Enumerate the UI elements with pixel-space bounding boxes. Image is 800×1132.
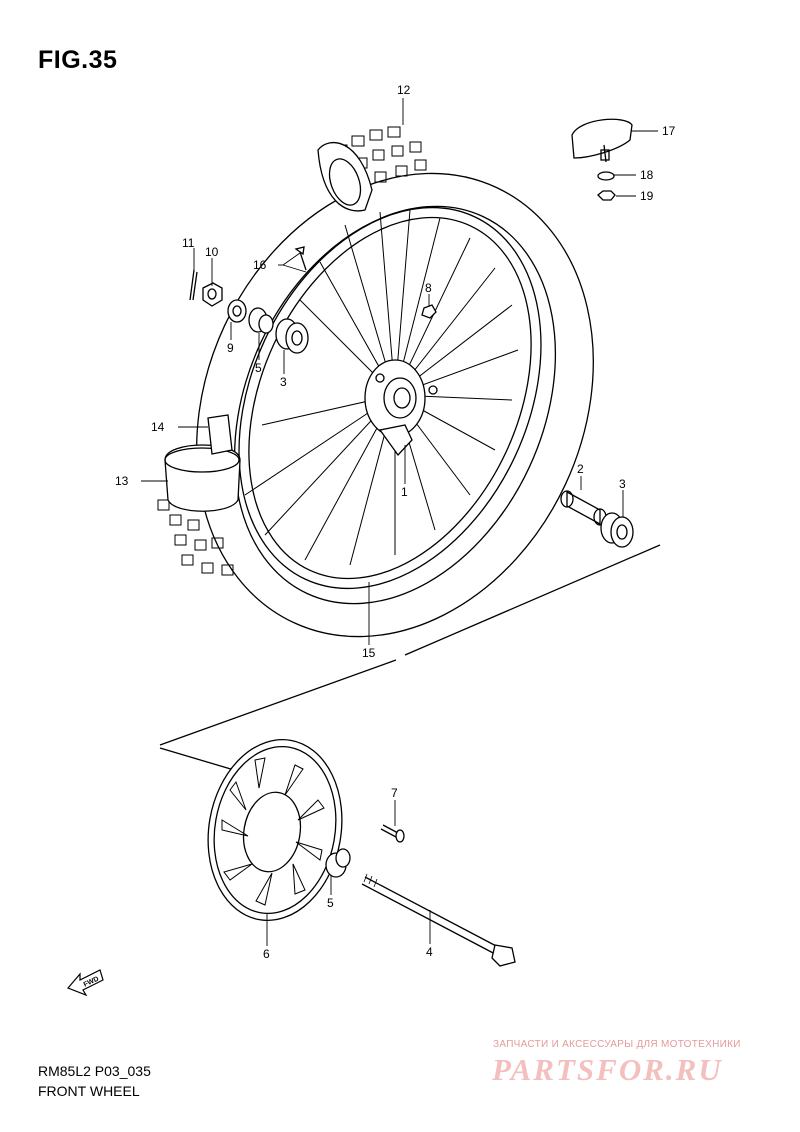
callout-4: 4 (426, 945, 433, 959)
callout-3-right: 3 (619, 477, 626, 491)
bearing-part-3-right (600, 512, 634, 548)
disc-bolt-part-7 (380, 824, 405, 843)
brake-disc-part-6 (207, 739, 343, 921)
rim-band-part-13 (164, 444, 241, 512)
rim (238, 206, 542, 590)
callout-11: 11 (182, 236, 195, 250)
washer-part-18 (597, 171, 615, 181)
callout-5-upper: 5 (255, 361, 262, 375)
watermark-brand: PARTSFOR.RU (492, 1052, 723, 1087)
callout-8: 8 (425, 281, 432, 295)
collar-part-5-lower (325, 848, 351, 878)
callout-12: 12 (397, 83, 411, 97)
washer-part-9 (227, 299, 247, 323)
callout-2: 2 (577, 462, 584, 476)
tire-tread-bottom (157, 499, 234, 576)
fwd-arrow-icon: FWD (66, 969, 104, 997)
leader-lines (141, 98, 658, 946)
callout-3-left: 3 (280, 375, 287, 389)
figure-title: FIG.35 (38, 46, 118, 74)
callout-1: 1 (401, 485, 408, 499)
figure-name: FRONT WHEEL (38, 1083, 140, 1099)
callout-15: 15 (362, 646, 376, 660)
cotter-pin-part-11 (189, 269, 198, 301)
callout-10: 10 (205, 245, 219, 259)
callout-5-lower: 5 (327, 896, 334, 910)
callout-14: 14 (151, 420, 165, 434)
watermark-tagline: ЗАПЧАСТИ И АКСЕССУАРЫ ДЛЯ МОТОТЕХНИКИ (493, 1039, 741, 1050)
model-code: RM85L2 P03_035 (38, 1063, 151, 1079)
callout-numbers: 12 17 18 19 11 10 16 8 9 5 3 14 13 1 2 3… (115, 83, 676, 961)
valve-nut-part-19 (597, 190, 616, 201)
inner-tube-part-17 (571, 118, 633, 163)
callout-13: 13 (115, 474, 129, 488)
callout-7: 7 (391, 786, 398, 800)
spoke-set-part-16 (294, 246, 307, 271)
callout-17: 17 (662, 124, 676, 138)
callout-19: 19 (640, 189, 654, 203)
collar-part-5-left (248, 307, 274, 334)
callout-9: 9 (227, 341, 234, 355)
front-hub-part-1 (364, 359, 438, 457)
callout-6: 6 (263, 947, 270, 961)
callout-18: 18 (640, 168, 654, 182)
callout-16: 16 (253, 258, 267, 272)
bearing-part-3-left (275, 318, 309, 354)
front-axle-part-4 (361, 873, 516, 967)
tire-cutaway-top (317, 142, 373, 212)
nut-part-8 (421, 304, 437, 319)
rim-flap-part-14 (207, 414, 233, 455)
axle-spacer-part-2 (560, 490, 607, 526)
axle-nut-part-10 (202, 282, 223, 307)
